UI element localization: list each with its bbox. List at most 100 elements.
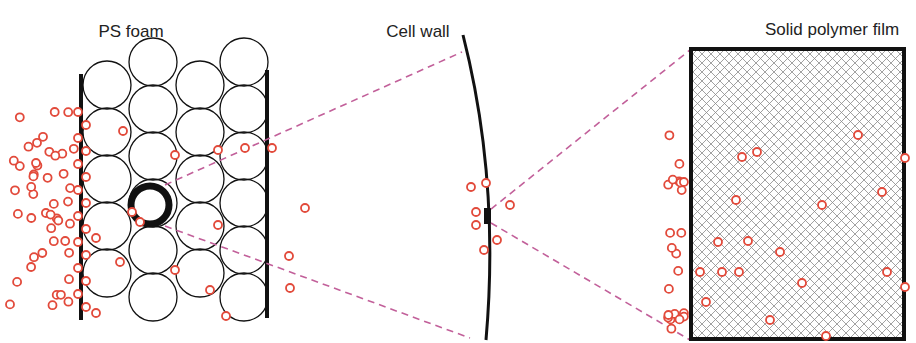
gas-molecule [92,309,100,317]
foam-cell [83,61,131,109]
gas-molecule [664,311,672,319]
foam-cell [129,38,177,86]
gas-molecule [482,179,490,187]
gas-molecule [116,258,124,266]
gas-molecule [241,144,249,152]
gas-molecule [65,275,73,283]
gas-molecule [744,237,752,245]
gas-molecule [901,283,909,291]
gas-molecule [136,218,144,226]
gas-molecule [854,131,862,139]
gas-molecule [506,201,514,209]
gas-molecule [74,108,82,116]
gas-molecule [66,184,74,192]
foam-right-face [265,70,269,318]
gas-molecule [669,176,677,184]
gas-molecule [883,268,891,276]
gas-molecule [27,263,35,271]
gas-molecule [472,208,480,216]
foam-cell [83,249,131,297]
gas-molecule [666,229,674,237]
gas-molecule [74,186,82,194]
gas-molecule [171,266,179,274]
gas-molecule [74,160,82,168]
gas-molecule [738,153,746,161]
gas-molecule [64,198,72,206]
part-label: Solid polymer film [765,20,899,40]
gas-molecule [798,279,806,287]
gas-molecule [675,160,683,168]
gas-molecule [714,238,722,246]
gas-molecule [38,249,46,257]
cell-wall-segment [484,208,491,224]
gas-molecule [66,220,74,228]
gas-molecule [776,248,784,256]
gas-molecule [11,186,19,194]
gas-molecule [818,201,826,209]
gas-molecule [285,252,293,260]
gas-molecule [668,244,676,252]
foam-cell [129,179,177,227]
foam-cell [176,108,224,156]
gas-molecule [70,145,78,153]
gas-molecule [119,127,127,135]
gas-molecule [171,151,179,159]
foam-cell [220,38,268,86]
gas-molecule [822,332,830,340]
gas-molecule [735,268,743,276]
foam-cell [220,273,268,321]
gas-molecule [676,315,684,323]
gas-molecule [30,253,38,261]
gas-molecules [6,108,909,340]
gas-molecule [82,303,90,311]
foam-cell [83,155,131,203]
gas-molecule [50,237,58,245]
gas-molecule [718,268,726,276]
polymer-film [691,49,904,339]
gas-molecule [493,236,501,244]
gas-molecule [766,316,774,324]
gas-molecule [25,143,33,151]
gas-molecule [732,196,740,204]
gas-molecule [214,146,222,154]
gas-molecule [82,173,90,181]
gas-molecule [29,172,37,180]
part-label: PS foam [98,22,163,42]
gas-molecule [677,229,685,237]
gas-molecule [82,277,90,285]
gas-molecule [82,251,90,259]
gas-molecule [64,298,72,306]
gas-molecule [61,237,69,245]
foam-cell [176,155,224,203]
gas-molecule [39,133,47,141]
gas-molecule [16,113,24,121]
gas-molecule [128,208,136,216]
gas-molecule [206,286,214,294]
gas-molecule [64,108,72,116]
foam-cell [129,226,177,274]
gas-molecule [27,214,35,222]
gas-molecule [702,298,710,306]
gas-molecule [74,212,82,220]
gas-molecule [60,170,68,178]
gas-molecule [27,183,35,191]
gas-molecule [696,268,704,276]
gas-molecule [74,238,82,246]
gas-molecule [14,210,22,218]
gas-molecule [57,291,65,299]
gas-molecule [753,148,761,156]
gas-molecule [92,234,100,242]
gas-molecule [47,211,55,219]
gas-molecule [74,290,82,298]
foam-cell [176,61,224,109]
gas-molecule [901,154,909,162]
gas-molecule [82,121,90,129]
gas-molecule [6,300,14,308]
foam-cell [83,202,131,250]
gas-molecule [32,159,40,167]
foam-cell [176,202,224,250]
foam-cell [129,273,177,321]
foam-cells [83,38,268,321]
part-label: Cell wall [386,22,449,42]
